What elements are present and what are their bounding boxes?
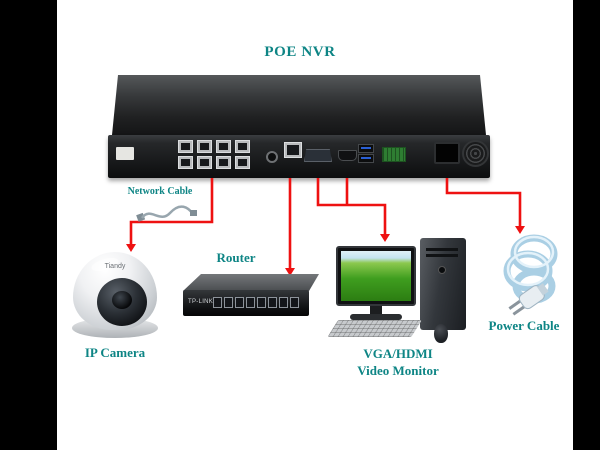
drive-bay [426, 254, 458, 257]
power-cable-icon [503, 234, 558, 316]
vga-port [304, 149, 332, 162]
router-brand: TP-LINK [188, 299, 214, 305]
router-port [290, 297, 299, 308]
router-port [246, 297, 255, 308]
power-plug [508, 283, 549, 316]
ip-camera-label: IP Camera [84, 345, 146, 360]
poe-port [178, 140, 193, 153]
plug-prong [508, 299, 521, 310]
router-port [235, 297, 244, 308]
nvr-front-panel [108, 135, 490, 178]
lan-port [284, 142, 302, 158]
fan-grille [462, 140, 489, 167]
poe-port [197, 140, 212, 153]
poe-port [197, 156, 212, 169]
alarm-terminal-block [382, 147, 406, 162]
cable-sheen [513, 235, 555, 269]
monitor-stand [370, 306, 382, 315]
mouse [434, 324, 448, 343]
drive-bay [426, 248, 458, 251]
arrow-nvr-to-monitor [316, 178, 387, 234]
monitor-label: VGA/HDMI Video Monitor [324, 345, 472, 379]
router-port [224, 297, 233, 308]
nvr-device [108, 75, 490, 178]
video-monitor-group [327, 236, 482, 343]
pc-tower [420, 238, 466, 330]
poe-port [178, 156, 193, 169]
monitor-label-line1: VGA/HDMI [363, 346, 433, 361]
router-port [279, 297, 288, 308]
network-cable-icon [136, 205, 197, 222]
power-cable-group [490, 226, 572, 322]
power-button [438, 266, 446, 274]
cable-sheen [506, 251, 550, 287]
letterbox-left [0, 0, 57, 450]
diagram-title: POE NVR [264, 44, 336, 60]
router-device: TP-LINK [183, 274, 319, 320]
plug-prong [512, 305, 525, 316]
poe-port [235, 156, 250, 169]
cable-wire [140, 205, 195, 219]
camera-brand: Tiandy [104, 263, 126, 270]
power-cable-label: Power Cable [488, 318, 560, 333]
power-socket [434, 142, 460, 164]
nvr-chassis-top [112, 75, 486, 135]
arrow-nvr-to-power [445, 178, 522, 226]
plug-collar [537, 283, 549, 296]
nvr-label-sticker [116, 147, 134, 160]
monitor [336, 246, 416, 306]
monitor-base [350, 314, 402, 320]
router-port [257, 297, 266, 308]
cable-connector [190, 210, 197, 216]
router-label: Router [216, 250, 256, 265]
letterbox-right [573, 0, 600, 450]
hdmi-port [338, 150, 357, 161]
poe-port [235, 140, 250, 153]
camera-dome: Tiandy [73, 252, 157, 330]
network-cable-label: Network Cable [127, 186, 193, 197]
usb-port [358, 144, 374, 153]
monitor-label-line2: Video Monitor [357, 363, 439, 378]
usb-port [358, 154, 374, 163]
poe-port [216, 156, 231, 169]
router-port [213, 297, 222, 308]
router-front-panel: TP-LINK [183, 290, 309, 316]
monitor-screen [341, 251, 411, 301]
poe-port [216, 140, 231, 153]
router-port [268, 297, 277, 308]
camera-glass [97, 278, 147, 326]
camera-lens [112, 291, 132, 309]
audio-port [266, 151, 278, 163]
keyboard [327, 320, 422, 337]
ip-camera: Tiandy [66, 250, 164, 344]
router-top-face [183, 274, 319, 291]
